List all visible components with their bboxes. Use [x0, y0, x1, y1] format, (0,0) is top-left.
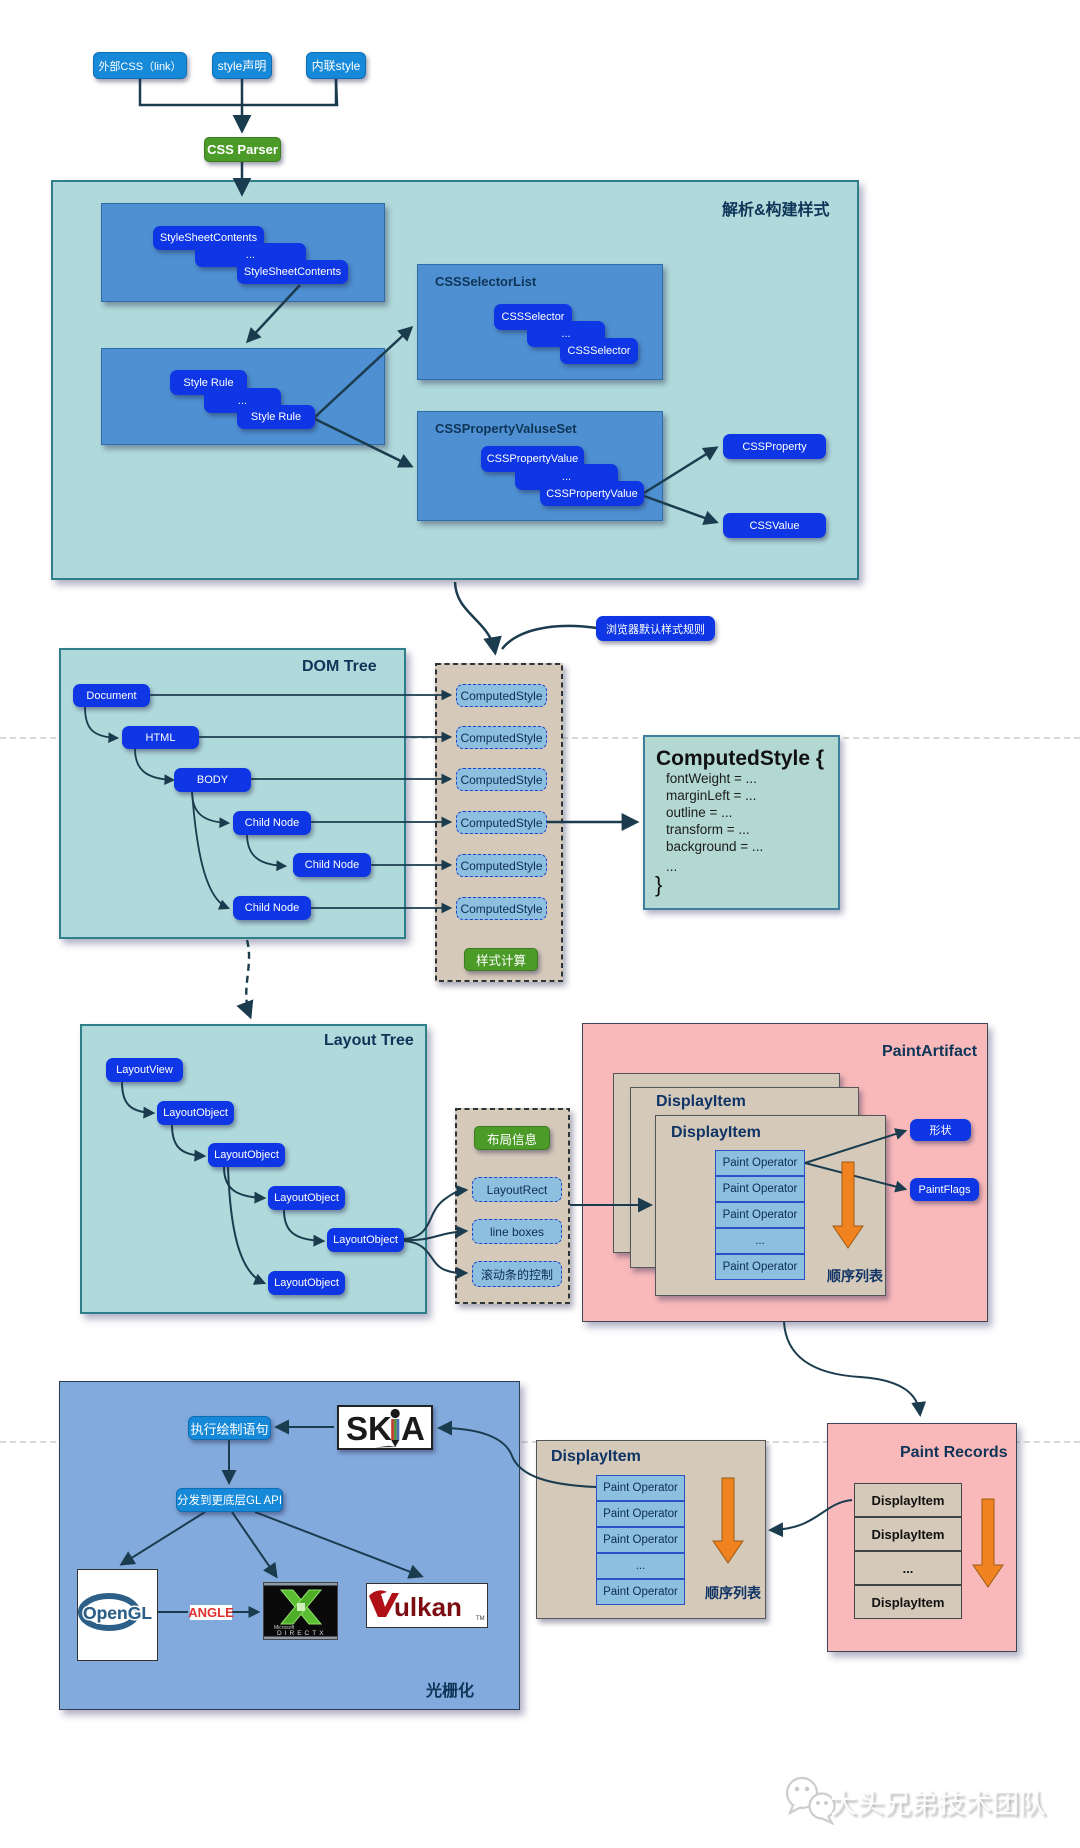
svg-text:ulkan: ulkan [394, 1592, 462, 1622]
svg-text:TM: TM [476, 1616, 485, 1622]
svg-text:OpenGL: OpenGL [83, 1603, 152, 1623]
svg-text:DIRECTX: DIRECTX [277, 1630, 327, 1637]
svg-text:OpenGL: OpenGL [83, 1603, 152, 1623]
svg-text:Microsoft: Microsoft [274, 1625, 295, 1631]
svg-text:SK: SK [346, 1410, 392, 1447]
svg-text:A: A [401, 1410, 425, 1447]
